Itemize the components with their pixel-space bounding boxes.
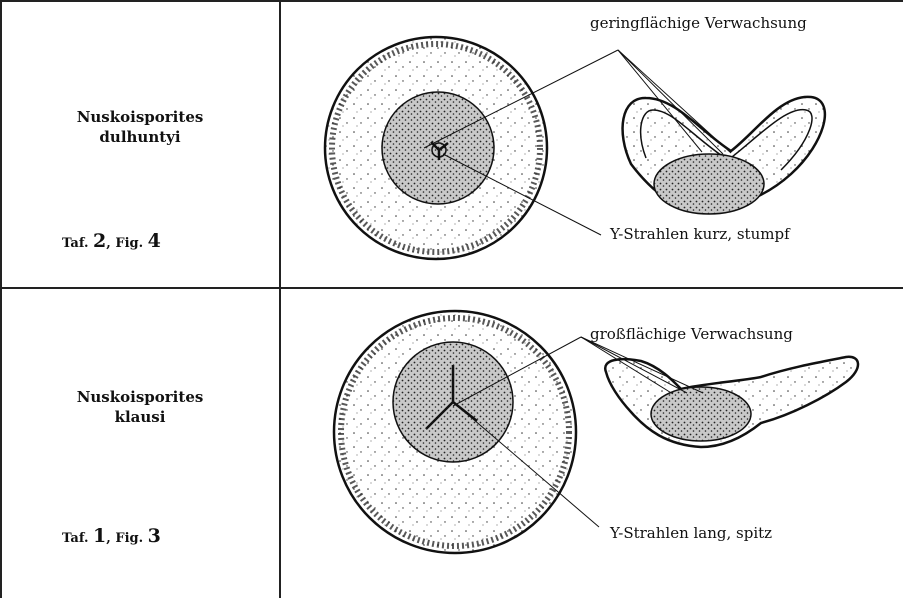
- label-fusion-small: geringflächige Verwachsung: [590, 14, 807, 32]
- species-name-dulhuntyi: Nuskoisporites dulhuntyi: [0, 107, 280, 147]
- species-name-klausi: Nuskoisporites klausi: [0, 387, 280, 427]
- ref-separator: , Fig.: [106, 531, 143, 546]
- plate-reference-dulhuntyi: Taf. 2, Fig. 4: [62, 230, 161, 252]
- ref-separator: , Fig.: [106, 236, 143, 251]
- species-genus: Nuskoisporites: [0, 107, 280, 127]
- ref-prefix: Taf.: [62, 531, 89, 546]
- species-epithet: dulhuntyi: [0, 127, 280, 147]
- species-genus: Nuskoisporites: [0, 387, 280, 407]
- ref-figure-number: 3: [148, 525, 161, 547]
- table-border-left: [0, 0, 2, 598]
- label-y-rays-long: Y-Strahlen lang, spitz: [610, 524, 772, 542]
- species-epithet: klausi: [0, 407, 280, 427]
- label-fusion-large: großflächige Verwachsung: [590, 325, 793, 343]
- spore-side-view: [623, 97, 825, 214]
- plate-reference-klausi: Taf. 1, Fig. 3: [62, 525, 161, 547]
- ref-plate-number: 1: [93, 525, 106, 547]
- label-y-rays-short: Y-Strahlen kurz, stumpf: [610, 225, 790, 243]
- ref-figure-number: 4: [148, 230, 161, 252]
- ref-prefix: Taf.: [62, 236, 89, 251]
- ref-plate-number: 2: [93, 230, 106, 252]
- spore-diagram-dulhuntyi: [281, 2, 903, 287]
